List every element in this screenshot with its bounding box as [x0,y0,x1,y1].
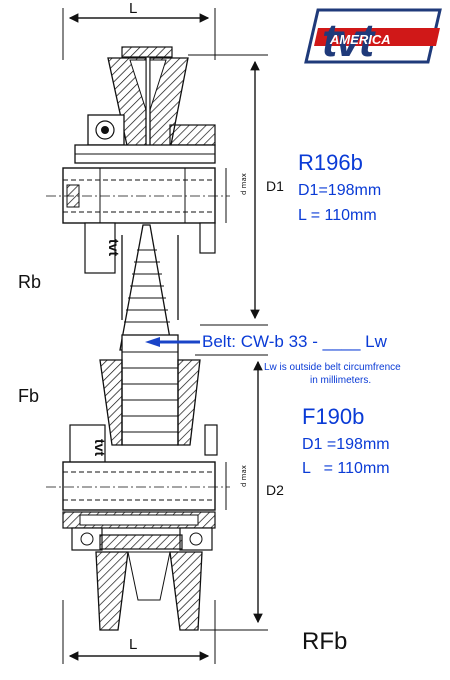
svg-text:tvt: tvt [92,439,108,456]
belt [119,224,179,446]
bottom-length-dimension [62,600,216,664]
logo-america-text: AMERICA [329,32,391,47]
top-diameter-dimension [188,54,268,326]
bottom-pulley-d1: D1 =198mm [302,436,390,453]
belt-note-line2: in millimeters. [310,375,372,386]
part-label-rb: Rb [18,272,42,292]
top-length-label: L [129,0,138,17]
top-pulley-length: L = 110mm [298,207,377,224]
svg-text:tvt: tvt [322,14,376,66]
bottom-dmax-label: d max [240,465,248,487]
bottom-pulley-length: L = 110mm [302,460,390,477]
belt-label: Belt: CW-b 33 - ____ Lw [202,332,387,351]
svg-text:tvt: tvt [106,239,122,256]
top-pulley-d1: D1=198mm [298,182,382,199]
part-label-rfb: RFb [302,628,348,655]
bottom-length-label: L [129,636,138,653]
top-diameter-label: D1 [266,178,284,194]
bottom-diameter-dimension [195,354,268,631]
top-dmax-dimension: d max [225,168,248,223]
top-dmax-label: d max [240,173,248,195]
belt-pointer-arrow [145,337,200,347]
belt-note-line1: Lw is outside belt circumfrence [264,362,401,373]
part-label-fb: Fb [18,386,40,406]
top-pulley-model: R196b [298,150,363,175]
bottom-pulley-model: F190b [302,404,365,429]
bottom-dmax-dimension: d max [225,462,248,510]
top-pulley: tvt [46,46,230,274]
top-length-dimension [62,8,216,60]
bottom-pulley: tvt [46,359,230,631]
bottom-diameter-label: D2 [266,482,284,498]
tvt-america-logo: tvt AMERICA [304,8,442,66]
